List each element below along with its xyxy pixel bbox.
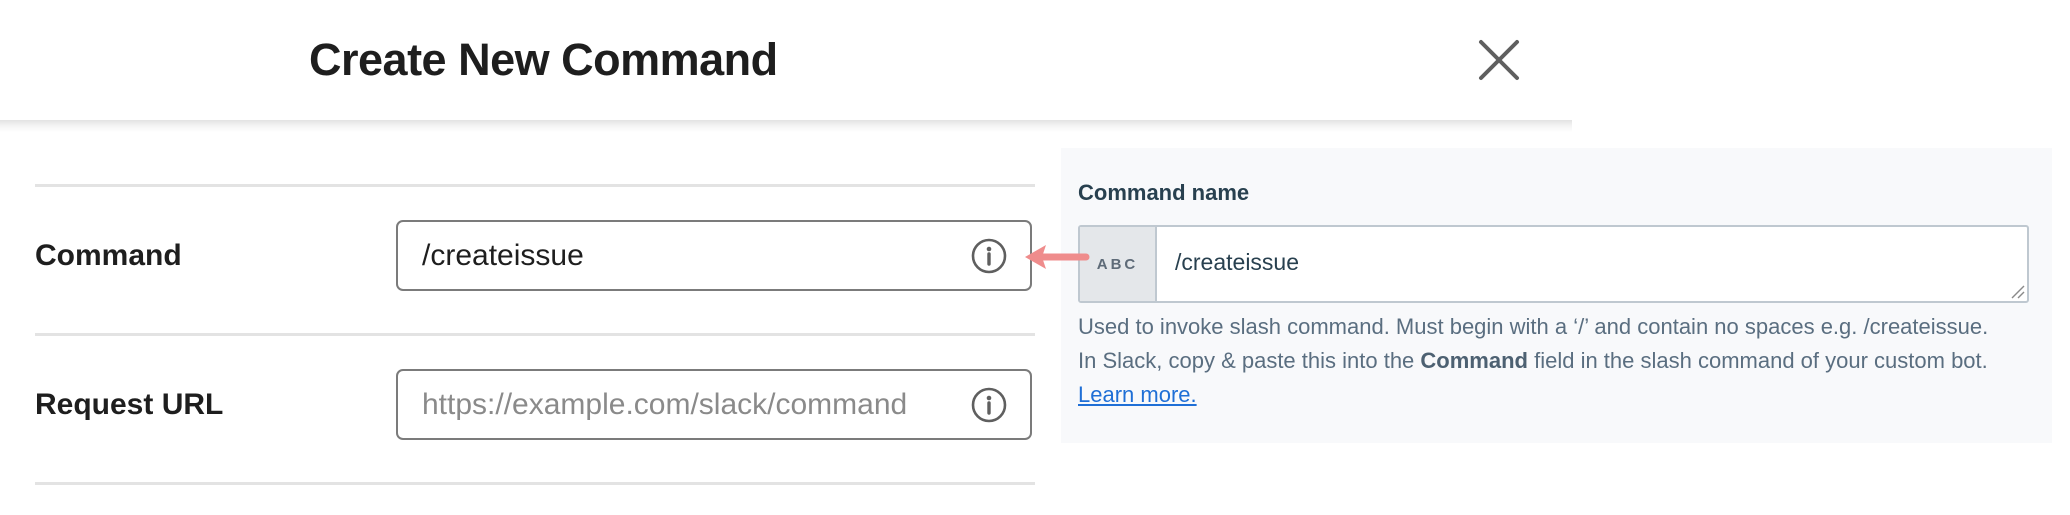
resize-handle-icon[interactable] [2009,283,2025,299]
help-line-1: Used to invoke slash command. Must begin… [1078,314,1989,339]
request-url-info-button[interactable] [970,386,1008,424]
help-line-2-bold: Command [1420,348,1528,373]
request-url-input[interactable] [422,371,952,438]
learn-more-link[interactable]: Learn more. [1078,382,1197,407]
arrow-left-icon [1025,245,1090,269]
header-shadow [0,120,1572,132]
help-line-2-prefix: In Slack, copy & paste this into the [1078,348,1421,373]
close-icon [1479,40,1519,80]
help-panel: Command name ABC /createissue Used to in… [1061,148,2052,443]
command-input[interactable] [422,222,952,289]
help-text: Used to invoke slash command. Must begin… [1078,310,2038,412]
divider [35,482,1035,485]
command-name-textarea[interactable]: /createissue [1157,227,2025,301]
command-name-label: Command name [1078,180,1250,205]
info-icon [971,238,1007,274]
annotation-arrow [1022,240,1092,274]
command-info-button[interactable] [970,237,1008,275]
modal-header: Create New Command [0,0,1572,120]
divider [35,333,1035,336]
divider [35,184,1035,187]
command-field[interactable] [396,220,1032,291]
info-icon [971,387,1007,423]
close-button[interactable] [1475,36,1523,84]
help-line-2: In Slack, copy & paste this into the Com… [1078,344,2038,378]
text-type-badge: ABC [1080,227,1157,301]
request-url-field[interactable] [396,369,1032,440]
request-url-label: Request URL [35,388,224,421]
command-label: Command [35,239,182,272]
page-title: Create New Command [309,34,778,85]
command-name-field[interactable]: ABC /createissue [1078,225,2029,303]
help-line-2-suffix: field in the slash command of your custo… [1527,348,1988,373]
